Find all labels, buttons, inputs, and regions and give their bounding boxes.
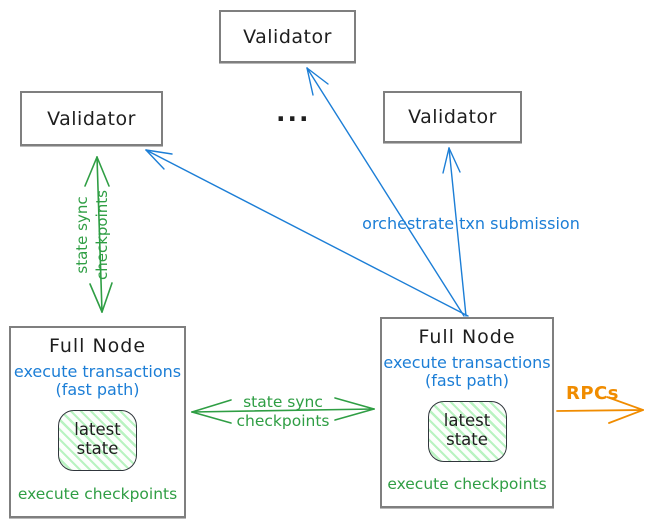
validator-label: Validator (243, 25, 332, 48)
execute-transactions-label: execute transactions (fast path) (383, 353, 551, 390)
latest-state-box: latest state (427, 400, 507, 462)
execute-checkpoints-label: execute checkpoints (17, 485, 178, 503)
validator-box-left: Validator (20, 91, 163, 146)
validator-box-right: Validator (383, 91, 522, 143)
validator-box-top: Validator (219, 10, 356, 63)
validator-label: Validator (408, 106, 497, 128)
validators-ellipsis: ... (276, 98, 311, 127)
full-node-box-right: Full Node execute transactions (fast pat… (380, 317, 554, 508)
rpcs-label: RPCs (566, 383, 619, 404)
full-node-title: Full Node (418, 326, 516, 348)
orchestrate-txn-submission-label: orchestrate txn submission (362, 214, 580, 233)
validator-label: Validator (47, 107, 136, 130)
orchestrate-arrow-to-left-validator (145, 149, 469, 317)
full-node-box-left: Full Node execute transactions (fast pat… (9, 326, 186, 518)
state-sync-checkpoints-label-horizontal: state sync checkpoints (236, 393, 330, 430)
execute-checkpoints-label: execute checkpoints (387, 475, 547, 493)
latest-state-box: latest state (58, 409, 137, 471)
full-node-title: Full Node (48, 335, 147, 357)
execute-transactions-label: execute transactions (fast path) (13, 362, 182, 399)
state-sync-checkpoints-label-vertical: state sync checkpoints (73, 190, 111, 280)
